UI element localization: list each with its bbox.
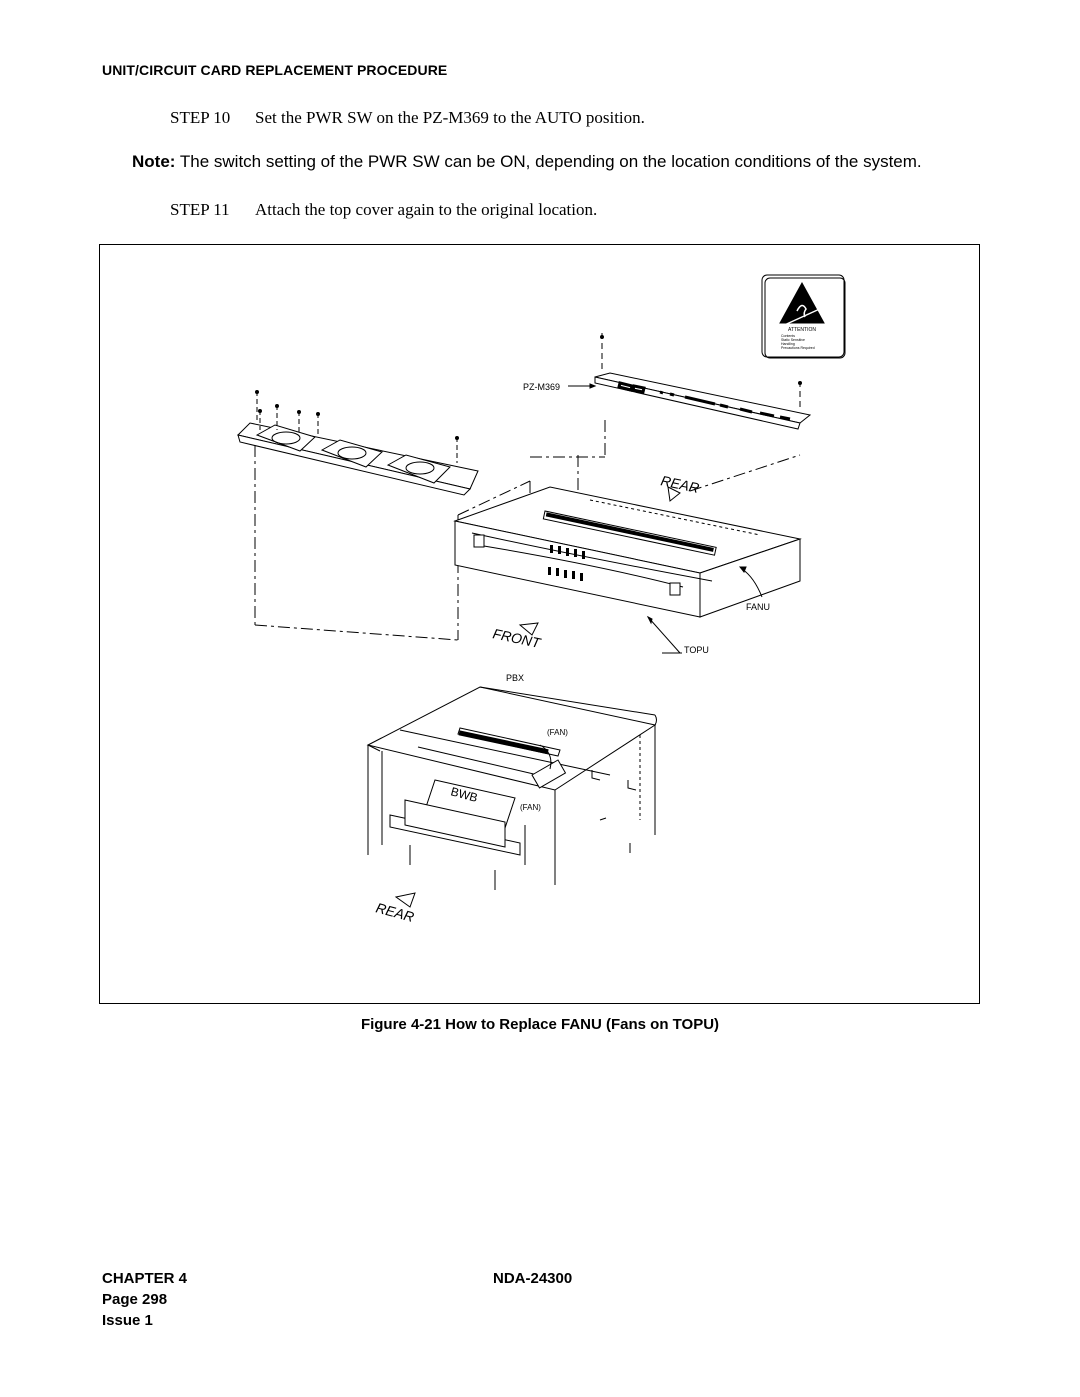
footer-issue: Issue 1 — [102, 1312, 153, 1329]
step-10-number: STEP 10 — [170, 108, 231, 127]
step-10: STEP 10 Set the PWR SW on the PZ-M369 to … — [170, 108, 645, 128]
rear-label-top: REAR — [659, 472, 700, 496]
rear-arrow-bottom — [394, 892, 416, 908]
step-11: STEP 11 Attach the top cover again to the… — [170, 200, 597, 220]
pbx-label: PBX — [506, 673, 524, 683]
fan-label-lower: (FAN) — [520, 803, 541, 812]
figure-frame: ATTENTION Contents Static Sensitive Hand… — [99, 244, 980, 1004]
rear-arrow-top — [667, 486, 681, 502]
esd-warning-icon — [779, 281, 825, 324]
footer-doc-number: NDA-24300 — [493, 1270, 573, 1287]
fanu-label: FANU — [746, 602, 770, 612]
fan-label-upper: (FAN) — [547, 728, 568, 737]
fan-2 — [320, 439, 383, 468]
fan-bracket — [237, 390, 479, 496]
pz-m369-card — [568, 333, 812, 430]
topu-unit — [453, 486, 802, 618]
footer-page: Page 298 — [102, 1291, 168, 1308]
rear-label-bottom: REAR — [374, 899, 416, 925]
attention-line-4: Precautions Required — [781, 346, 815, 350]
fan-1 — [255, 424, 316, 452]
step-11-text: Attach the top cover again to the origin… — [255, 200, 598, 219]
footer-chapter: CHAPTER 4 — [102, 1270, 188, 1287]
front-arrow — [518, 622, 539, 636]
front-label: FRONT — [491, 625, 543, 651]
note: Note: The switch setting of the PWR SW c… — [132, 152, 922, 172]
topu-label: TOPU — [684, 645, 709, 655]
pz-m369-label: PZ-M369 — [523, 382, 560, 392]
attention-line-3: Handling — [781, 342, 795, 346]
replacement-diagram: ATTENTION Contents Static Sensitive Hand… — [237, 274, 846, 925]
pbx-cabinet: PBX — [366, 673, 657, 890]
attention-line-1: Contents — [781, 334, 795, 338]
figure-caption: Figure 4-21 How to Replace FANU (Fans on… — [360, 1016, 720, 1033]
note-label: Note: — [132, 152, 176, 171]
fan-3 — [386, 454, 451, 484]
step-11-number: STEP 11 — [170, 200, 230, 219]
topu-callout — [647, 616, 681, 654]
section-header: UNIT/CIRCUIT CARD REPLACEMENT PROCEDURE — [102, 62, 448, 78]
bwb-label: BWB — [449, 784, 479, 805]
step-10-text: Set the PWR SW on the PZ-M369 to the AUT… — [255, 108, 645, 127]
attention-line-2: Static Sensitive — [781, 338, 805, 342]
attention-esd-label: ATTENTION Contents Static Sensitive Hand… — [761, 274, 846, 359]
attention-title: ATTENTION — [788, 327, 816, 333]
footer-left: CHAPTER 4 Page 298 Issue 1 — [102, 1268, 187, 1331]
note-text: The switch setting of the PWR SW can be … — [179, 152, 922, 171]
